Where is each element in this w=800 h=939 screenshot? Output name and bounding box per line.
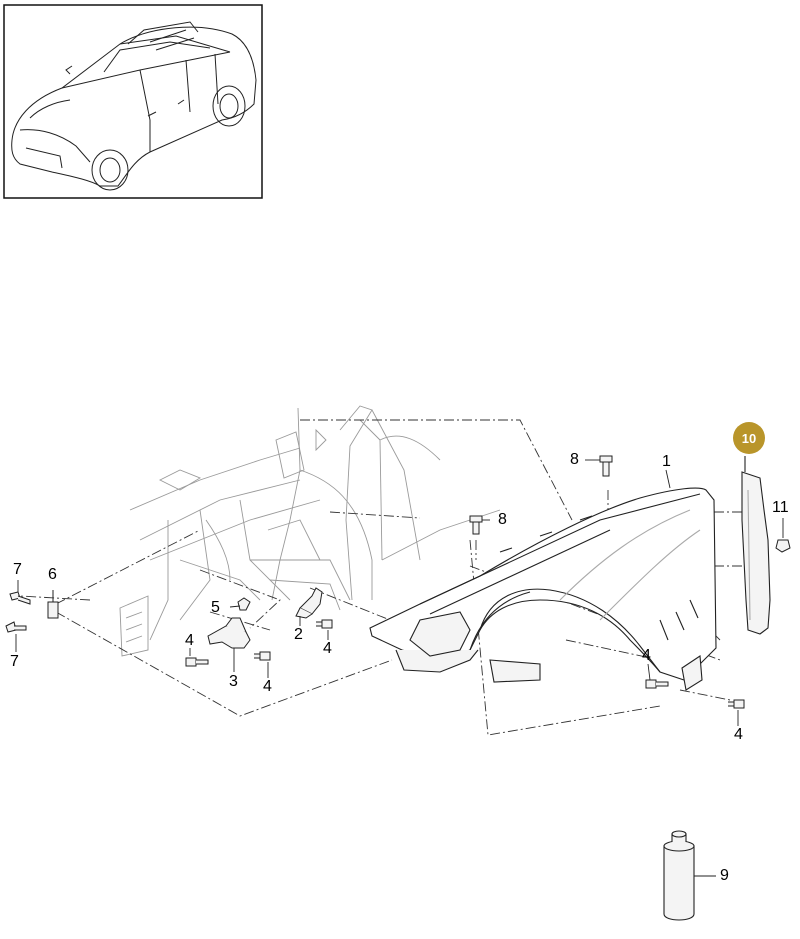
clip-icon-11[interactable] [775, 539, 791, 553]
callout-8a[interactable]: 8 [570, 451, 579, 468]
callout-3[interactable]: 3 [229, 673, 238, 690]
callout-1[interactable]: 1 [662, 453, 671, 470]
callout-4c[interactable]: 4 [323, 640, 332, 657]
screw-icon-7b[interactable] [5, 621, 27, 633]
callout-9[interactable]: 9 [720, 867, 729, 884]
bracket-part-2[interactable] [295, 587, 323, 619]
screw-icon-4d[interactable] [645, 679, 669, 689]
callout-11[interactable]: 11 [772, 499, 789, 516]
screw-icon-4a[interactable] [185, 657, 209, 667]
bracket-part-3[interactable] [207, 617, 251, 649]
seal-panel-part-10[interactable] [741, 456, 771, 635]
callout-5[interactable]: 5 [211, 599, 220, 616]
body-structure [119, 405, 501, 657]
plate-part-6[interactable] [47, 590, 59, 619]
screw-icon-8a[interactable] [599, 455, 613, 477]
callout-6[interactable]: 6 [48, 566, 57, 583]
callout-4d[interactable]: 4 [642, 647, 651, 664]
fasteners [5, 455, 791, 709]
callout-2[interactable]: 2 [294, 626, 303, 643]
callout-10-highlighted[interactable]: 10 [733, 422, 765, 454]
callout-pointers [15, 459, 784, 877]
callout-8b[interactable]: 8 [498, 511, 507, 528]
callout-4a[interactable]: 4 [185, 632, 194, 649]
clip-part-5[interactable] [237, 597, 251, 611]
callout-7b[interactable]: 7 [10, 653, 19, 670]
callout-7a[interactable]: 7 [13, 561, 22, 578]
callout-4e[interactable]: 4 [734, 726, 743, 743]
screw-icon-8b[interactable] [469, 515, 483, 535]
screw-icon-4b[interactable] [254, 651, 271, 661]
fender-part-1[interactable] [369, 487, 717, 691]
cartridge-icon[interactable] [663, 830, 695, 921]
screw-icon-7a[interactable] [9, 591, 31, 605]
callout-4b[interactable]: 4 [263, 678, 272, 695]
vehicle-thumbnail [3, 4, 263, 199]
screw-icon-4c[interactable] [316, 619, 333, 629]
screw-icon-4e[interactable] [728, 699, 745, 709]
